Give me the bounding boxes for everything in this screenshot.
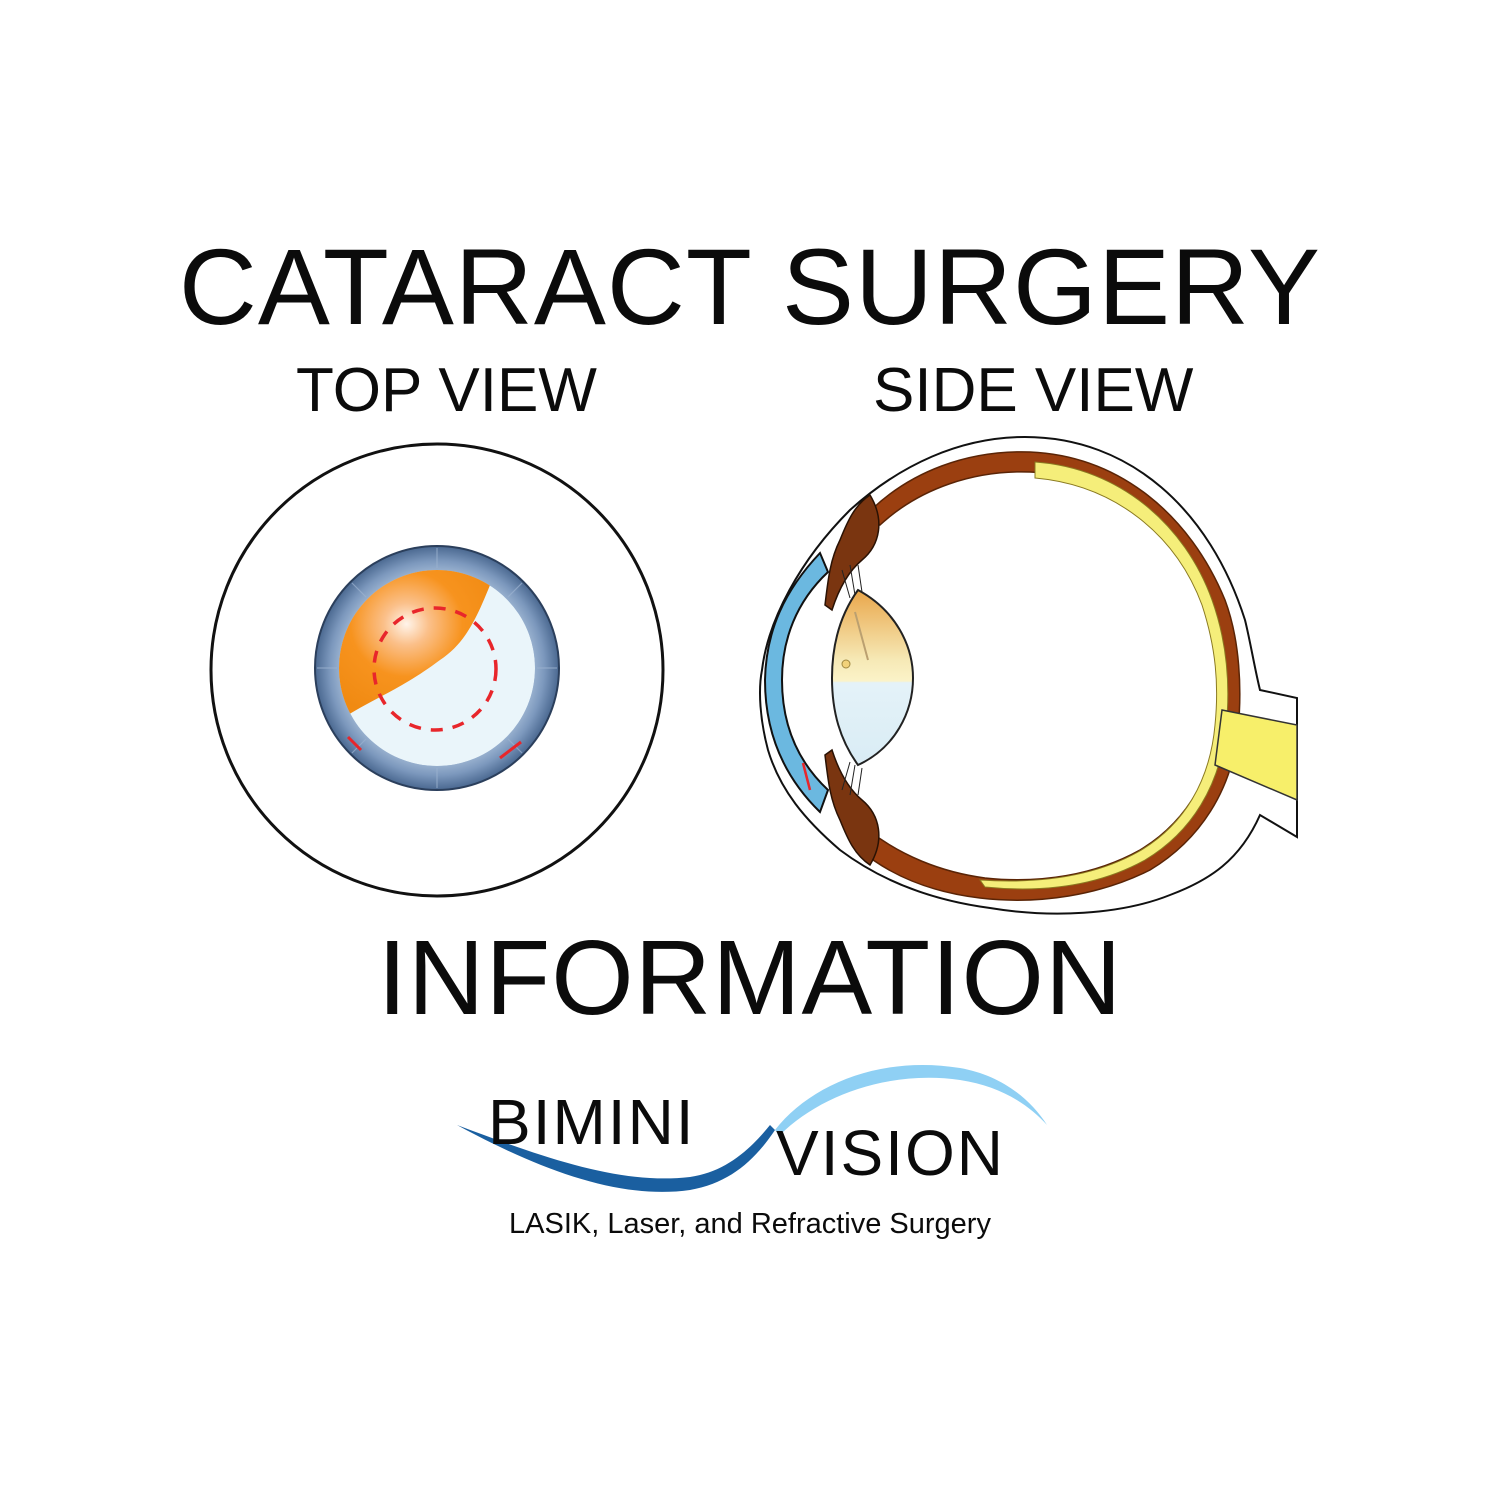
incision-mark-left	[346, 735, 363, 752]
logo-swoosh-light	[775, 1064, 1047, 1135]
capsulorhexis-marker	[372, 606, 498, 732]
logo-name-left: BIMINI	[488, 1086, 696, 1158]
logo-swoosh-dark	[457, 1125, 775, 1192]
zonules	[841, 564, 863, 796]
page-title: CATARACT SURGERY	[178, 226, 1322, 347]
information-heading: INFORMATION	[377, 919, 1123, 1037]
top-view-label: TOP VIEW	[296, 356, 597, 425]
iris-lower	[824, 748, 880, 867]
lens-spot	[841, 659, 851, 669]
top-view-eye	[209, 442, 665, 898]
logo-tagline: LASIK, Laser, and Refractive Surgery	[509, 1208, 991, 1240]
logo-name-right: VISION	[776, 1117, 1005, 1189]
phaco-probe	[854, 611, 869, 661]
iris-upper	[824, 493, 880, 612]
optic-nerve	[1214, 709, 1298, 802]
side-view-label: SIDE VIEW	[873, 356, 1194, 425]
side-view-eye	[759, 435, 1298, 915]
incision-mark-right	[499, 740, 522, 760]
iris-texture	[317, 548, 557, 788]
corneal-incision	[801, 762, 812, 791]
crystalline-lens	[830, 588, 915, 767]
retina	[978, 461, 1229, 890]
logo-swoosh	[457, 1064, 1047, 1192]
cataract-opacity	[339, 570, 500, 720]
cornea	[763, 551, 830, 814]
sclera	[759, 435, 1298, 915]
